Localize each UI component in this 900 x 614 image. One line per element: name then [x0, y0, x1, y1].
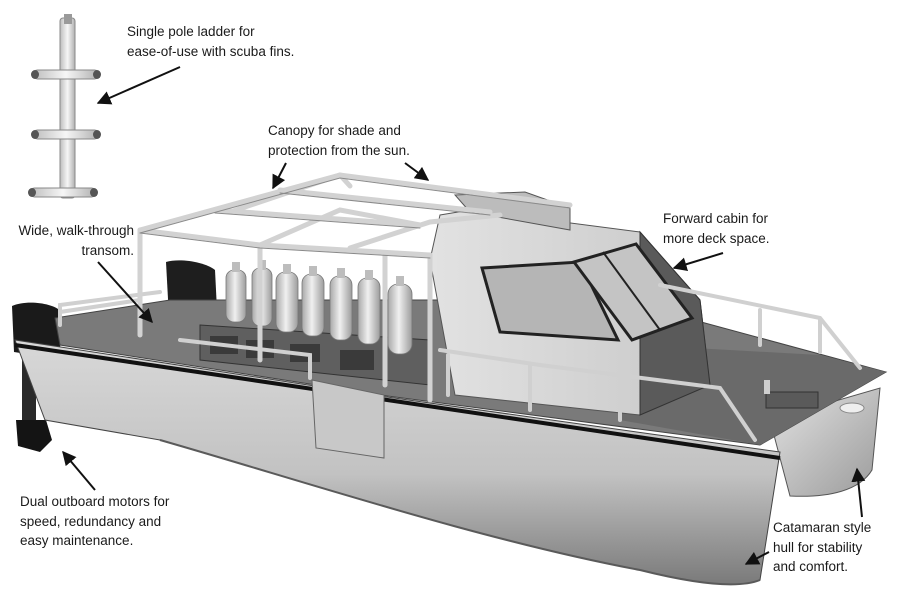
canopy-callout-line-2: protection from the sun.	[268, 142, 410, 158]
motors-callout-line-1: Dual outboard motors for	[20, 494, 170, 509]
motors-callout-line-2: speed, redundancy and	[20, 513, 162, 529]
scuba-tank-rack	[225, 260, 413, 355]
cabin-side-window	[480, 260, 621, 342]
transom-callout-line-1: Wide, walk-through	[18, 223, 134, 238]
ladder-callout-line-1: Single pole ladder for	[127, 24, 255, 39]
ladder-illustration	[28, 14, 101, 199]
hull-callout-line-2: hull for stability	[773, 539, 863, 555]
motors-callout: Dual outboard motors for speed, redundan…	[20, 492, 169, 551]
transom-callout-line-2: transom.	[81, 242, 134, 258]
cabin-callout: Forward cabin for more deck space.	[663, 209, 770, 248]
scuba-tank	[225, 262, 247, 323]
port-hull	[14, 339, 781, 586]
hull-callout-arrow-left	[744, 551, 770, 565]
deck-hatch	[765, 391, 819, 409]
callout-arrows	[62, 66, 866, 565]
hull-callout-line-3: and comfort.	[773, 559, 849, 574]
hull-callout-arrow-right	[851, 467, 866, 518]
canopy-callout-arrow-left	[272, 162, 287, 190]
scuba-tank	[301, 266, 325, 337]
motors-callout-line-3: easy maintenance.	[20, 533, 134, 548]
cabin-callout-arrow	[672, 252, 724, 272]
canopy-callout: Canopy for shade and protection from the…	[268, 121, 410, 160]
scuba-tank	[357, 270, 381, 345]
ladder-step	[31, 129, 101, 140]
ladder-callout: Single pole ladder for ease-of-use with …	[127, 22, 294, 61]
cabin-callout-line-1: Forward cabin for	[663, 211, 769, 226]
ladder-callout-arrow	[96, 66, 181, 105]
deck-railings	[58, 283, 862, 442]
scuba-tank	[329, 268, 353, 341]
ladder-step	[28, 187, 98, 198]
canopy-callout-line-1: Canopy for shade and	[268, 123, 401, 138]
hull-callout: Catamaran style hull for stability and c…	[773, 518, 871, 577]
canopy-callout-arrow-right	[404, 162, 430, 181]
transom-callout: Wide, walk-through transom.	[6, 221, 134, 260]
scuba-tank	[275, 264, 299, 333]
motors-callout-arrow	[62, 450, 96, 491]
scuba-tank	[387, 276, 413, 355]
transom-door	[311, 379, 385, 459]
ladder-callout-line-2: ease-of-use with scuba fins.	[127, 43, 295, 59]
hull-callout-line-1: Catamaran style	[773, 520, 872, 535]
ladder-step	[31, 69, 101, 80]
canopy-frame-shadow	[139, 177, 571, 259]
transom-callout-arrow	[97, 261, 153, 324]
cabin-callout-line-2: more deck space.	[663, 230, 770, 246]
